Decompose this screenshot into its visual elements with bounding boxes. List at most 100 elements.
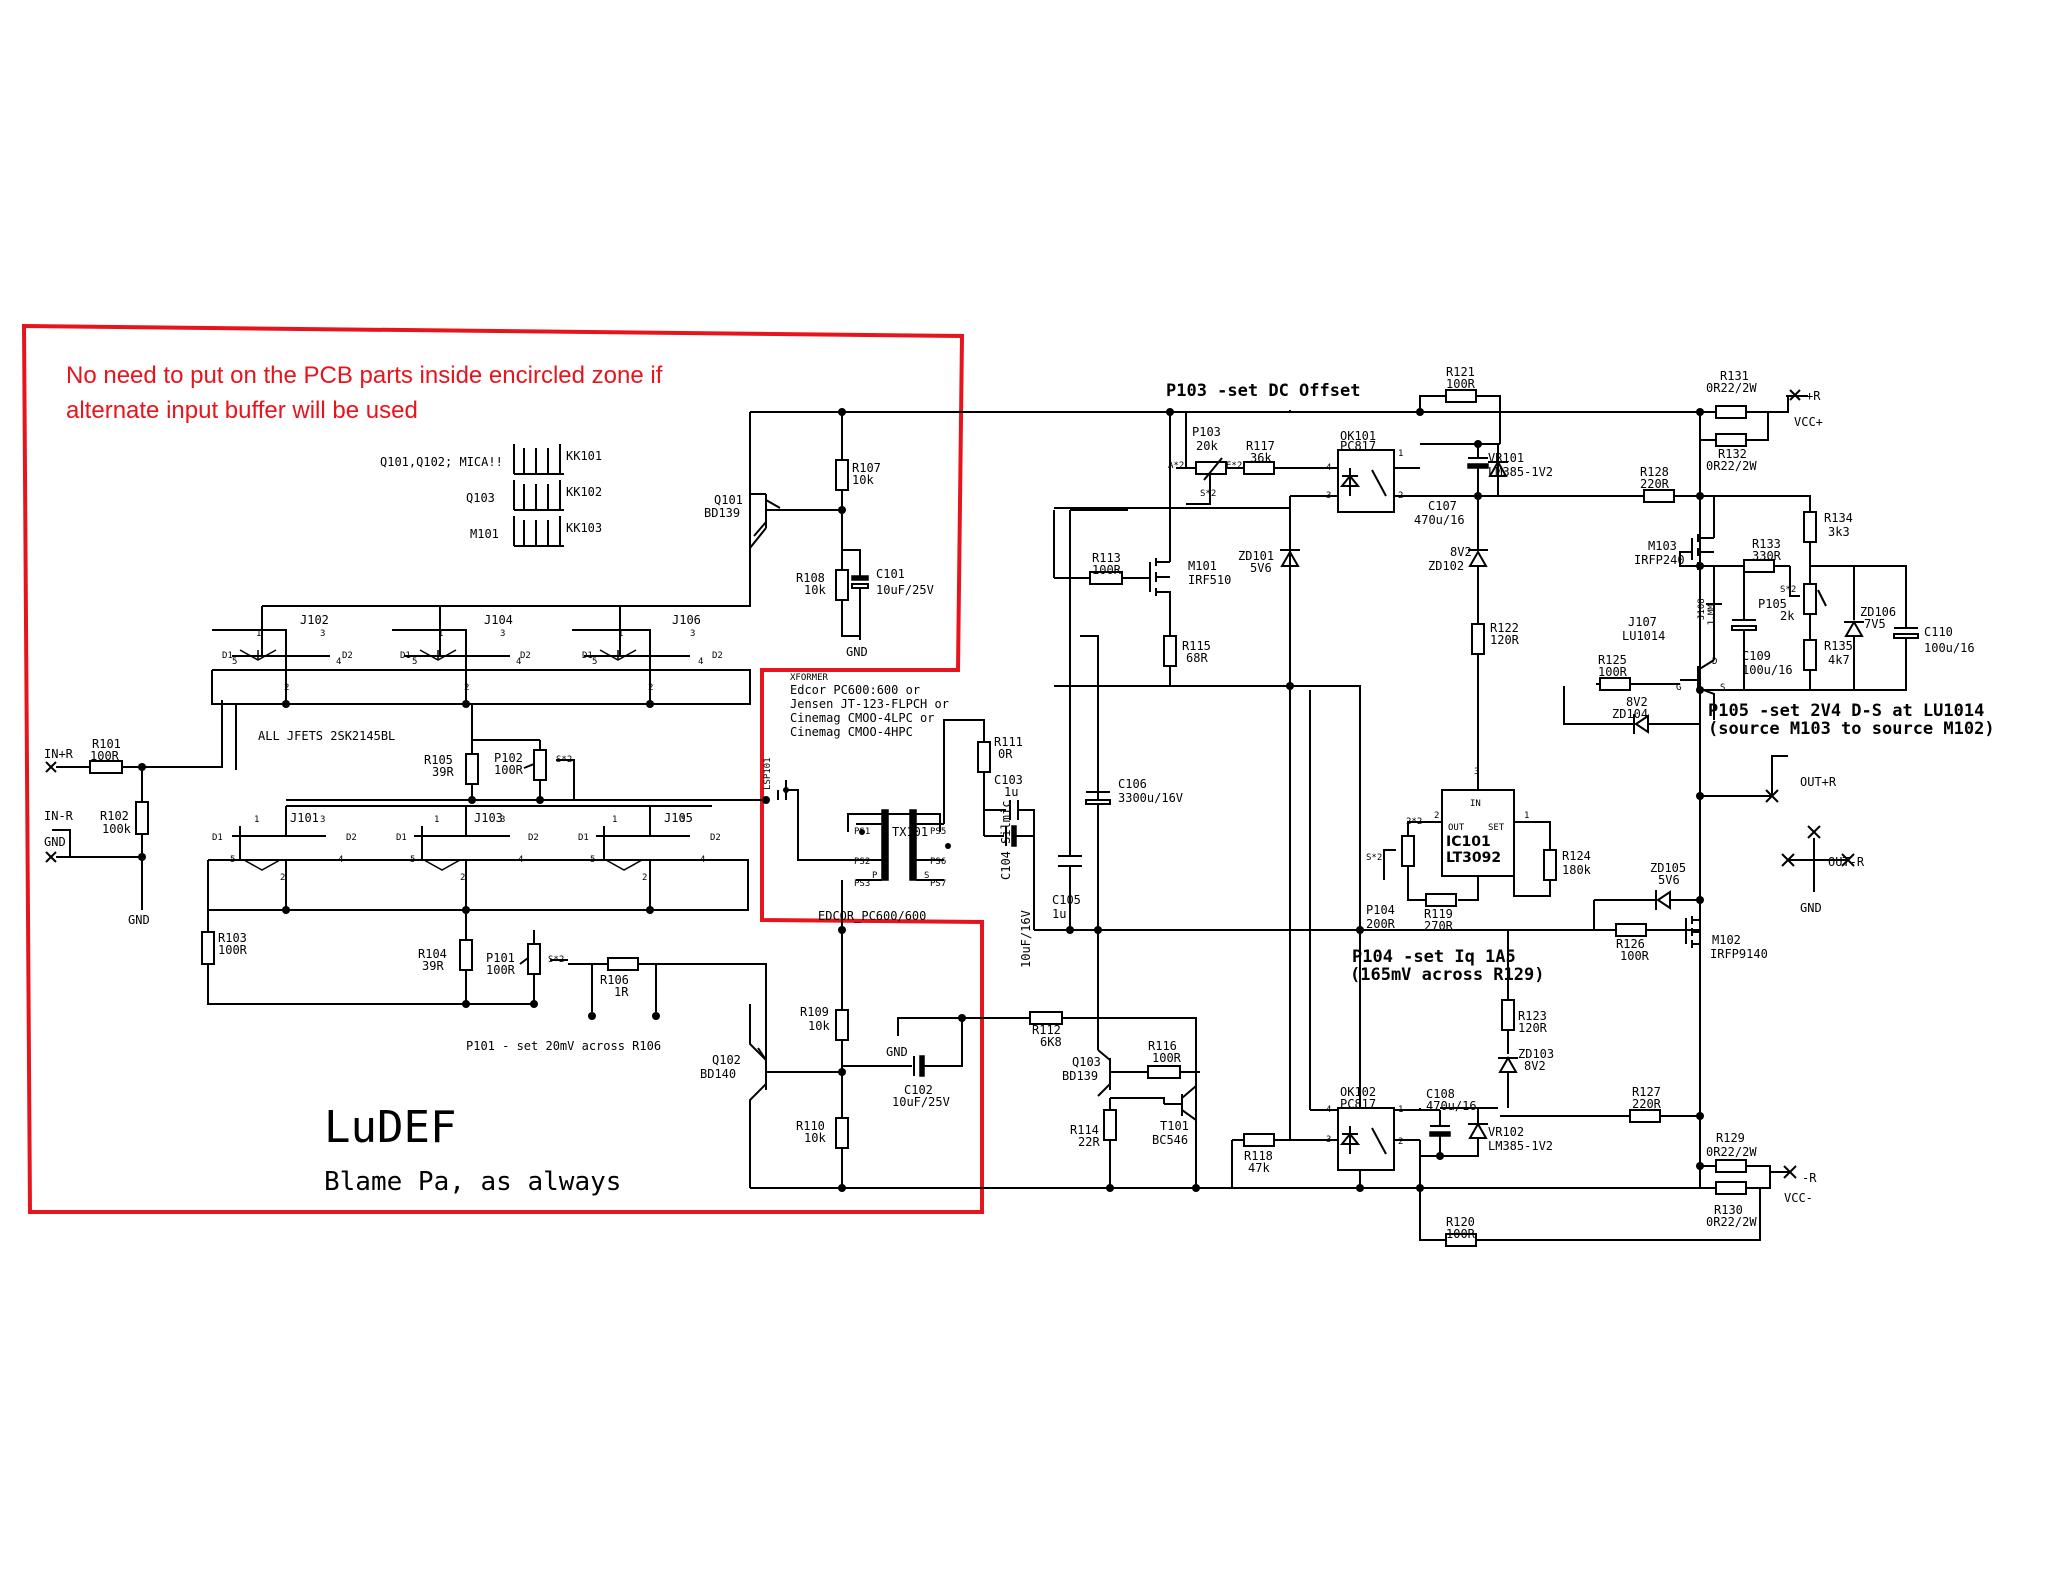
capacitor-c109: C109 100u/16 xyxy=(1700,566,1793,691)
potentiometer-p104: P104 200R S*22*2 xyxy=(1366,817,1426,931)
svg-text:TX101: TX101 xyxy=(892,825,928,839)
svg-text:8V2: 8V2 xyxy=(1626,695,1648,709)
resistor-r126: R126 100R xyxy=(1594,923,1680,963)
svg-text:C103: C103 xyxy=(994,773,1023,787)
jfets-note: ALL JFETS 2SK2145BL xyxy=(258,729,395,743)
wire-lower-jfet-bus xyxy=(207,859,749,911)
svg-text:4: 4 xyxy=(518,855,523,865)
svg-text:2: 2 xyxy=(1398,1137,1403,1147)
svg-text:S: S xyxy=(1720,683,1725,693)
connector-out-minus: OUT-R GND xyxy=(1781,825,1865,915)
svg-text:P103: P103 xyxy=(1192,425,1221,439)
svg-text:120R: 120R xyxy=(1490,633,1520,647)
svg-text:J107: J107 xyxy=(1628,615,1657,629)
resistor-r122: R122 120R xyxy=(1471,621,1520,770)
svg-text:P102: P102 xyxy=(494,751,523,765)
svg-text:PS6: PS6 xyxy=(930,857,946,867)
svg-text:1: 1 xyxy=(1524,811,1529,821)
svg-text:ZD105: ZD105 xyxy=(1650,861,1686,875)
transistor-q102: Q102 BD140 xyxy=(700,1004,842,1188)
svg-text:Q101,Q102; MICA!!: Q101,Q102; MICA!! xyxy=(380,455,503,469)
svg-text:D1: D1 xyxy=(212,833,223,843)
svg-text:68R: 68R xyxy=(1186,651,1208,665)
svg-text:C101: C101 xyxy=(876,567,905,581)
svg-text:Q101: Q101 xyxy=(714,493,743,507)
p101-note: P101 - set 20mV across R106 xyxy=(466,1039,661,1053)
capacitor-c103: C103 1u xyxy=(984,773,1035,838)
capacitor-c101: C101 10uF/25V GND xyxy=(842,549,934,659)
svg-text:IC101: IC101 xyxy=(1446,834,1491,850)
svg-text:IRFP240: IRFP240 xyxy=(1634,553,1685,567)
svg-text:J103: J103 xyxy=(474,811,503,825)
capacitor-c108: C108 470u/16 xyxy=(1419,1087,1477,1157)
svg-text:100R: 100R xyxy=(1620,949,1650,963)
connector-lsp101: LSP101 xyxy=(763,757,858,861)
svg-text:0R22/2W: 0R22/2W xyxy=(1706,1145,1757,1159)
svg-text:R125: R125 xyxy=(1598,653,1627,667)
zener-zd101: ZD101 5V6 xyxy=(1238,410,1300,750)
svg-text:R121: R121 xyxy=(1446,365,1475,379)
svg-text:330R: 330R xyxy=(1752,549,1782,563)
resistor-r134: R134 3k3 xyxy=(1803,496,1853,570)
svg-text:D1: D1 xyxy=(578,833,589,843)
svg-text:R124: R124 xyxy=(1562,849,1591,863)
svg-text:IRF510: IRF510 xyxy=(1188,573,1231,587)
svg-text:R101: R101 xyxy=(92,737,121,751)
zener-zd105: ZD105 5V6 xyxy=(1593,861,1700,930)
resistor-r131: R131 0R22/2W xyxy=(1696,369,1808,419)
svg-text:P104: P104 xyxy=(1366,903,1395,917)
svg-text:C109: C109 xyxy=(1742,649,1771,663)
svg-text:1: 1 xyxy=(1398,449,1403,459)
svg-text:R105: R105 xyxy=(424,753,453,767)
title-main: LuDEF xyxy=(324,1102,456,1153)
svg-text:1: 1 xyxy=(618,629,623,639)
svg-text:PS5: PS5 xyxy=(930,827,946,837)
svg-text:R131: R131 xyxy=(1720,369,1749,383)
resistor-r107: R107 10k xyxy=(835,408,881,510)
svg-text:J101: J101 xyxy=(290,811,319,825)
svg-text:100u/16: 100u/16 xyxy=(1924,641,1975,655)
svg-text:R129: R129 xyxy=(1716,1131,1745,1145)
resistor-r102: R102 100k xyxy=(100,767,149,910)
svg-text:1R: 1R xyxy=(614,985,629,999)
svg-text:39R: 39R xyxy=(432,765,454,779)
svg-text:R123: R123 xyxy=(1518,1009,1547,1023)
svg-text:VCC-: VCC- xyxy=(1784,1191,1813,1205)
svg-text:R118: R118 xyxy=(1244,1149,1273,1163)
svg-text:ZD103: ZD103 xyxy=(1518,1047,1554,1061)
xformer-note: XFORMER Edcor PC600:600 or Jensen JT-123… xyxy=(790,673,949,739)
svg-text:G: G xyxy=(1676,683,1681,693)
capacitor-c107: C107 470u/16 xyxy=(1414,443,1489,527)
svg-text:M101: M101 xyxy=(1188,559,1217,573)
svg-text:R114: R114 xyxy=(1070,1123,1099,1137)
svg-text:4k7: 4k7 xyxy=(1828,653,1850,667)
svg-text:0R22/2W: 0R22/2W xyxy=(1706,459,1757,473)
svg-text:XFORMER: XFORMER xyxy=(790,673,829,683)
svg-text:36k: 36k xyxy=(1250,451,1272,465)
svg-text:T101: T101 xyxy=(1160,1119,1189,1133)
svg-text:C104 Silmic: C104 Silmic xyxy=(999,801,1013,880)
svg-text:10k: 10k xyxy=(804,1131,826,1145)
jumper-j108: J108 J.MM xyxy=(1697,594,1722,626)
svg-text:2: 2 xyxy=(1398,491,1403,501)
svg-text:5: 5 xyxy=(232,657,237,667)
svg-text:3: 3 xyxy=(320,815,325,825)
svg-text:8V2: 8V2 xyxy=(1524,1059,1546,1073)
svg-text:M102: M102 xyxy=(1712,933,1741,947)
svg-text:D2: D2 xyxy=(520,651,531,661)
svg-text:D1: D1 xyxy=(400,651,411,661)
resistor-r113: R113 100R xyxy=(1053,507,1290,585)
capacitor-c106: C106 3300u/16V xyxy=(1085,764,1183,1050)
svg-text:S*2: S*2 xyxy=(1366,853,1382,863)
svg-text:BD140: BD140 xyxy=(700,1067,736,1081)
mosfet-m102: M102 IRFP9140 xyxy=(1680,916,1768,961)
svg-text:100R: 100R xyxy=(1152,1051,1182,1065)
zener-zd104: 8V2 ZD104 xyxy=(1563,686,1700,734)
svg-text:2k: 2k xyxy=(1780,609,1795,623)
svg-text:Jensen JT-123-FLPCH or: Jensen JT-123-FLPCH or xyxy=(790,697,949,711)
